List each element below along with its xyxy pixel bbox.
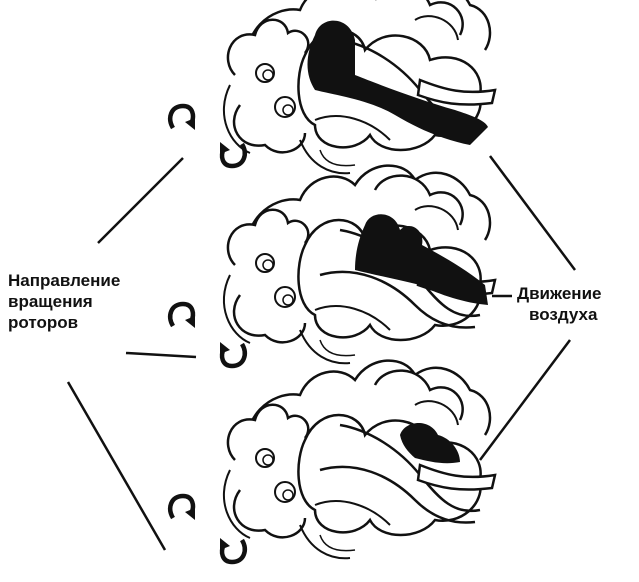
rotor-rotation-label: Направление вращения роторов (8, 270, 120, 333)
leader-line-left-2 (126, 353, 196, 357)
compressor-stage-3 (224, 361, 495, 559)
compressor-stage-1 (224, 0, 495, 173)
rotor-rotation-label-line-3: роторов (8, 312, 120, 333)
air-movement-label-line-2: воздуха (517, 304, 601, 325)
rotation-arrow-1a (170, 106, 195, 130)
air-movement-label: Движение воздуха (517, 283, 601, 325)
rotation-arrow-3b (220, 538, 245, 562)
rotation-arrow-2b (220, 342, 245, 366)
rotor-rotation-label-line-1: Направление (8, 270, 120, 291)
compressor-stage-2 (224, 166, 495, 364)
rotation-arrow-3a (170, 496, 195, 520)
air-movement-label-line-1: Движение (517, 283, 601, 304)
rotation-arrow-1b (220, 142, 245, 166)
leader-line-left-3 (68, 382, 165, 550)
rotation-arrow-2a (170, 304, 195, 328)
leader-line-left-1 (98, 158, 183, 243)
rotor-rotation-label-line-2: вращения (8, 291, 120, 312)
leader-line-right-3 (480, 340, 570, 460)
leader-line-right-1 (490, 156, 575, 270)
